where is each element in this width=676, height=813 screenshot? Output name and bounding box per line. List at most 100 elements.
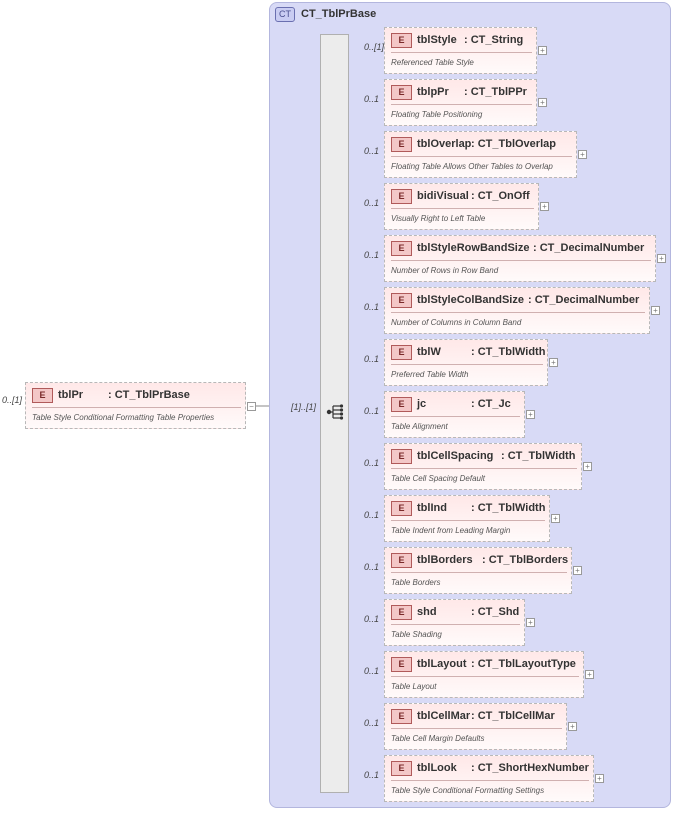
element-cardinality: 0..1 bbox=[364, 770, 380, 780]
element-separator bbox=[391, 728, 562, 729]
element-name: tblStyle bbox=[417, 34, 457, 46]
expand-icon[interactable]: + bbox=[583, 462, 592, 471]
expand-icon[interactable]: + bbox=[657, 254, 666, 263]
element-badge: E bbox=[391, 709, 412, 724]
expand-icon[interactable]: + bbox=[538, 98, 547, 107]
element-type: : CT_DecimalNumber bbox=[528, 294, 640, 306]
element-type: : CT_TblWidth bbox=[471, 502, 546, 514]
element-type: : CT_Jc bbox=[471, 398, 511, 410]
expand-icon[interactable]: + bbox=[526, 618, 535, 627]
element-description: Referenced Table Style bbox=[391, 58, 474, 67]
element-description: Number of Rows in Row Band bbox=[391, 266, 499, 275]
complex-type-header: CT CT_TblPrBase bbox=[275, 6, 376, 22]
expand-icon[interactable]: + bbox=[595, 774, 604, 783]
element-type: : CT_TblOverlap bbox=[471, 138, 556, 150]
root-expand-icon[interactable]: − bbox=[247, 402, 256, 411]
element-separator bbox=[391, 416, 520, 417]
complex-type-badge: CT bbox=[275, 6, 295, 22]
element-name: tblBorders bbox=[417, 554, 473, 566]
element-description: Table Alignment bbox=[391, 422, 448, 431]
element-name: tblLayout bbox=[417, 658, 467, 670]
element-type: : CT_TblPrBase bbox=[108, 389, 190, 401]
element-badge: E bbox=[391, 397, 412, 412]
element-cardinality: 0..1 bbox=[364, 146, 380, 156]
element-name: tblW bbox=[417, 346, 441, 358]
element-description: Table Layout bbox=[391, 682, 437, 691]
expand-icon[interactable]: + bbox=[540, 202, 549, 211]
element-cardinality: 0..1 bbox=[364, 666, 380, 676]
element-badge: E bbox=[391, 241, 412, 256]
root-element-tblpr[interactable]: E tblPr : CT_TblPrBase Table Style Condi… bbox=[25, 382, 246, 429]
expand-icon[interactable]: + bbox=[585, 670, 594, 679]
element-badge: E bbox=[391, 345, 412, 360]
expand-icon[interactable]: + bbox=[578, 150, 587, 159]
expand-icon[interactable]: + bbox=[573, 566, 582, 575]
element-name: tblCellMar bbox=[417, 710, 471, 722]
element-separator bbox=[391, 104, 532, 105]
element-description: Table Style Conditional Formatting Setti… bbox=[391, 786, 545, 795]
element-description: Preferred Table Width bbox=[391, 370, 469, 379]
expand-icon[interactable]: + bbox=[651, 306, 660, 315]
element-type: : CT_DecimalNumber bbox=[533, 242, 645, 254]
element-description: Table Cell Spacing Default bbox=[391, 474, 485, 483]
element-cardinality: 0..1 bbox=[364, 562, 380, 572]
element-cardinality: 0..1 bbox=[364, 458, 380, 468]
element-separator bbox=[391, 780, 589, 781]
element-name: jc bbox=[417, 398, 427, 410]
sequence-icon bbox=[326, 404, 344, 420]
element-name: shd bbox=[417, 606, 437, 618]
element-name: tblLook bbox=[417, 762, 457, 774]
element-badge: E bbox=[391, 449, 412, 464]
element-type: : CT_TblPPr bbox=[464, 86, 527, 98]
expand-icon[interactable]: + bbox=[526, 410, 535, 419]
element-name: tblStyleRowBandSize bbox=[417, 242, 530, 254]
expand-icon[interactable]: + bbox=[551, 514, 560, 523]
element-cardinality: 0..1 bbox=[364, 354, 380, 364]
element-cardinality: 0..1 bbox=[364, 198, 380, 208]
element-badge: E bbox=[391, 761, 412, 776]
complex-type-title: CT_TblPrBase bbox=[301, 8, 377, 20]
element-separator bbox=[391, 208, 534, 209]
element-cardinality: 0..1 bbox=[364, 406, 380, 416]
element-separator bbox=[391, 468, 577, 469]
element-separator bbox=[391, 624, 520, 625]
element-separator bbox=[391, 676, 579, 677]
element-name: tblPr bbox=[58, 389, 84, 401]
element-separator bbox=[391, 52, 532, 53]
element-type: : CT_TblWidth bbox=[501, 450, 576, 462]
element-type: : CT_String bbox=[464, 34, 524, 46]
expand-icon[interactable]: + bbox=[568, 722, 577, 731]
element-badge: E bbox=[391, 657, 412, 672]
element-type: : CT_OnOff bbox=[471, 190, 530, 202]
element-cardinality: 0..1 bbox=[364, 94, 380, 104]
element-badge: E bbox=[391, 501, 412, 516]
element-cardinality: 0..[1] bbox=[364, 42, 385, 52]
element-badge: E bbox=[391, 293, 412, 308]
expand-icon[interactable]: + bbox=[538, 46, 547, 55]
element-separator bbox=[391, 260, 651, 261]
element-description: Table Borders bbox=[391, 578, 441, 587]
element-badge: E bbox=[391, 137, 412, 152]
element-type: : CT_Shd bbox=[471, 606, 520, 618]
element-separator bbox=[32, 407, 241, 408]
element-badge: E bbox=[391, 85, 412, 100]
element-name: tblInd bbox=[417, 502, 447, 514]
element-badge: E bbox=[391, 553, 412, 568]
element-type: : CT_TblLayoutType bbox=[471, 658, 576, 670]
expand-icon[interactable]: + bbox=[549, 358, 558, 367]
